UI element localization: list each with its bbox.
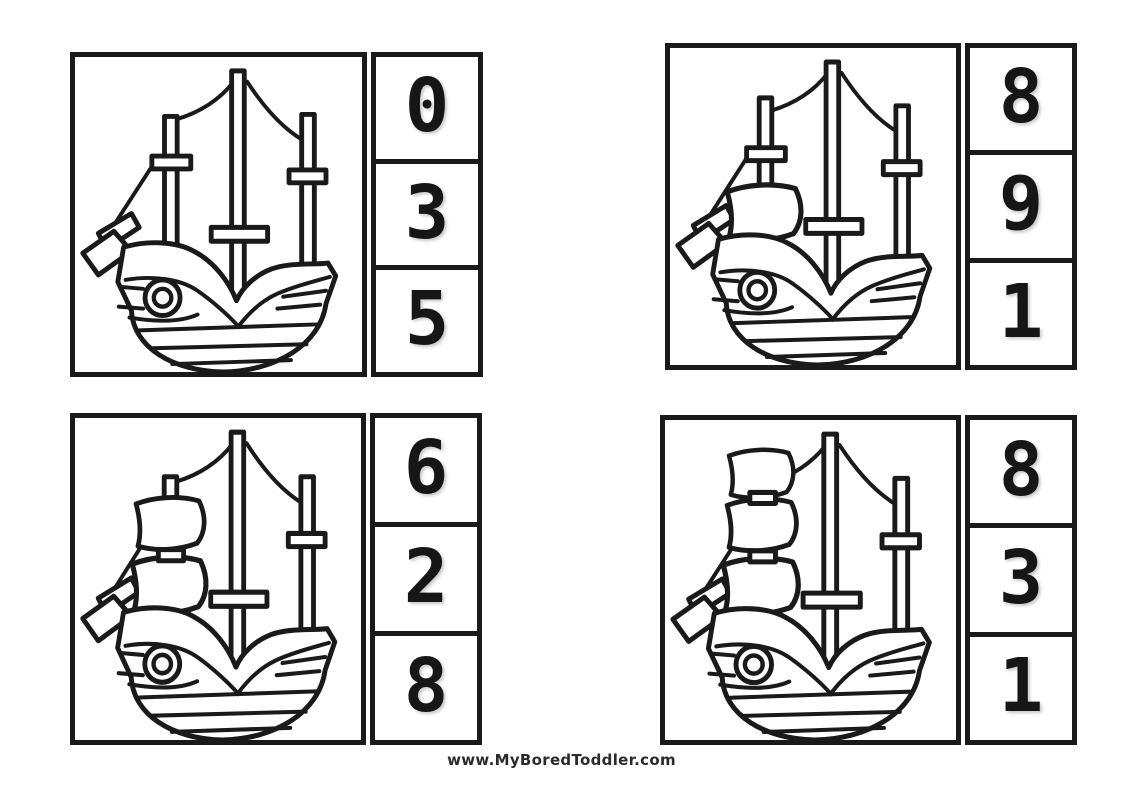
number-option[interactable]: 1 <box>965 257 1077 370</box>
number-options-column: 6 2 8 <box>370 413 482 745</box>
number-option[interactable]: 3 <box>371 158 483 271</box>
number-option[interactable]: 8 <box>965 43 1077 156</box>
clip-card: 6 2 8 <box>70 413 482 745</box>
number-options-column: 8 3 1 <box>965 415 1077 745</box>
number-option[interactable]: 2 <box>370 522 482 636</box>
ship-image-panel <box>70 52 367 377</box>
number-option[interactable]: 3 <box>965 523 1077 637</box>
pirate-ship-illustration <box>670 431 932 740</box>
pirate-ship-illustration <box>80 68 339 372</box>
number-option[interactable]: 1 <box>965 631 1077 745</box>
clip-card: 0 3 5 <box>70 52 483 378</box>
pirate-ship-illustration <box>80 429 338 740</box>
number-option[interactable]: 5 <box>371 265 483 378</box>
clip-card: 8 9 1 <box>665 43 1077 370</box>
number-options-column: 8 9 1 <box>965 43 1077 370</box>
number-option[interactable]: 0 <box>371 52 483 164</box>
number-option[interactable]: 8 <box>370 631 482 745</box>
ship-image-panel <box>660 415 961 745</box>
pirate-ship-illustration <box>675 59 933 365</box>
number-option[interactable]: 6 <box>370 413 482 527</box>
number-option[interactable]: 9 <box>965 150 1077 263</box>
ship-image-panel <box>70 413 366 745</box>
number-options-column: 0 3 5 <box>371 52 483 378</box>
footer-url: www.MyBoredToddler.com <box>447 751 676 769</box>
ship-image-panel <box>665 43 961 370</box>
number-option[interactable]: 8 <box>965 415 1077 529</box>
clip-card: 8 3 1 <box>660 415 1077 745</box>
